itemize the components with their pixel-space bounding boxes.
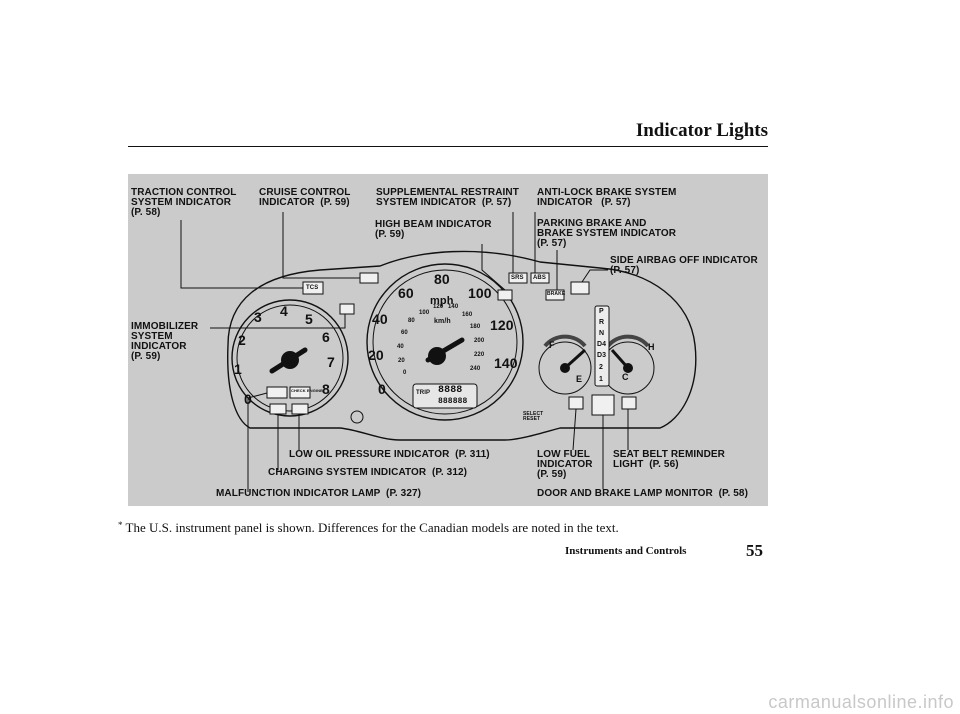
- temperature-gauge: [602, 337, 654, 394]
- footnote-star: *: [118, 520, 123, 530]
- speed-mph-80: 80: [434, 272, 450, 286]
- kmh-tick-60: 60: [401, 330, 408, 336]
- speed-mph-0: 0: [378, 382, 386, 396]
- kmh-tick-120: 120: [433, 304, 443, 310]
- kmh-tick-0: 0: [403, 370, 406, 376]
- gear-d4: D4: [597, 341, 606, 348]
- temp-h-label: H: [648, 342, 655, 352]
- kmh-tick-80: 80: [408, 318, 415, 324]
- gear-2: 2: [599, 364, 603, 371]
- kmh-tick-40: 40: [397, 344, 404, 350]
- speed-mph-40: 40: [372, 312, 388, 326]
- side-airbag-lamp: [571, 282, 589, 294]
- gear-r: R: [599, 319, 604, 326]
- tach-number-0: 0: [244, 392, 252, 406]
- high-beam-lamp: [498, 290, 512, 300]
- gear-1: 1: [599, 376, 603, 383]
- fuel-f-label: F: [549, 340, 555, 350]
- leader-lines: [181, 212, 628, 492]
- cruise-lamp: [360, 273, 378, 283]
- malfunction-lamp: [267, 387, 287, 398]
- door-monitor-lamp: [592, 395, 614, 415]
- tach-number-2: 2: [238, 333, 246, 347]
- gear-p: P: [599, 308, 604, 315]
- kmh-tick-160: 160: [462, 312, 472, 318]
- kmh-tick-180: 180: [470, 324, 480, 330]
- trip-digits: 8888: [438, 386, 462, 396]
- tach-number-8: 8: [322, 382, 330, 396]
- tach-number-3: 3: [254, 310, 262, 324]
- charging-lamp: [270, 404, 286, 414]
- oil-pressure-lamp: [292, 404, 308, 414]
- page-number: 55: [746, 541, 763, 561]
- footnote: * The U.S. instrument panel is shown. Di…: [118, 520, 619, 536]
- abs-text: ABS: [533, 275, 546, 281]
- srs-text: SRS: [511, 275, 524, 281]
- speed-mph-20: 20: [368, 348, 384, 362]
- kmh-tick-20: 20: [398, 358, 405, 364]
- check-engine-text: CHECK ENGINE: [291, 389, 323, 393]
- fuel-gauge: [539, 337, 591, 394]
- kmh-unit: km/h: [434, 318, 451, 325]
- tach-number-1: 1: [234, 362, 242, 376]
- speed-mph-140: 140: [494, 356, 518, 370]
- trip-knob: [351, 411, 363, 423]
- kmh-tick-240: 240: [470, 366, 480, 372]
- watermark: carmanualsonline.info: [768, 692, 954, 713]
- trip-label: TRIP: [416, 390, 430, 396]
- kmh-tick-100: 100: [419, 310, 429, 316]
- temp-c-label: C: [622, 372, 629, 382]
- speed-mph-120: 120: [490, 318, 514, 332]
- immobilizer-lamp: [340, 304, 354, 314]
- footnote-text: The U.S. instrument panel is shown. Diff…: [126, 520, 619, 535]
- tach-number-6: 6: [322, 330, 330, 344]
- gear-d3: D3: [597, 352, 606, 359]
- tach-number-5: 5: [305, 312, 313, 326]
- brake-text: BRAKE: [547, 292, 565, 297]
- tach-number-7: 7: [327, 355, 335, 369]
- fuel-e-label: E: [576, 374, 582, 384]
- select-reset-label: SELECT RESET: [523, 412, 543, 422]
- tcs-text: TCS: [306, 285, 318, 291]
- gear-n: N: [599, 330, 604, 337]
- tach-number-4: 4: [280, 304, 288, 318]
- kmh-tick-140: 140: [448, 304, 458, 310]
- speed-mph-100: 100: [468, 286, 492, 300]
- speed-mph-60: 60: [398, 286, 414, 300]
- section-name: Instruments and Controls: [565, 545, 686, 557]
- low-fuel-lamp: [569, 397, 583, 409]
- kmh-tick-200: 200: [474, 338, 484, 344]
- odometer-digits: 888888: [438, 398, 467, 406]
- kmh-tick-220: 220: [474, 352, 484, 358]
- seat-belt-lamp: [622, 397, 636, 409]
